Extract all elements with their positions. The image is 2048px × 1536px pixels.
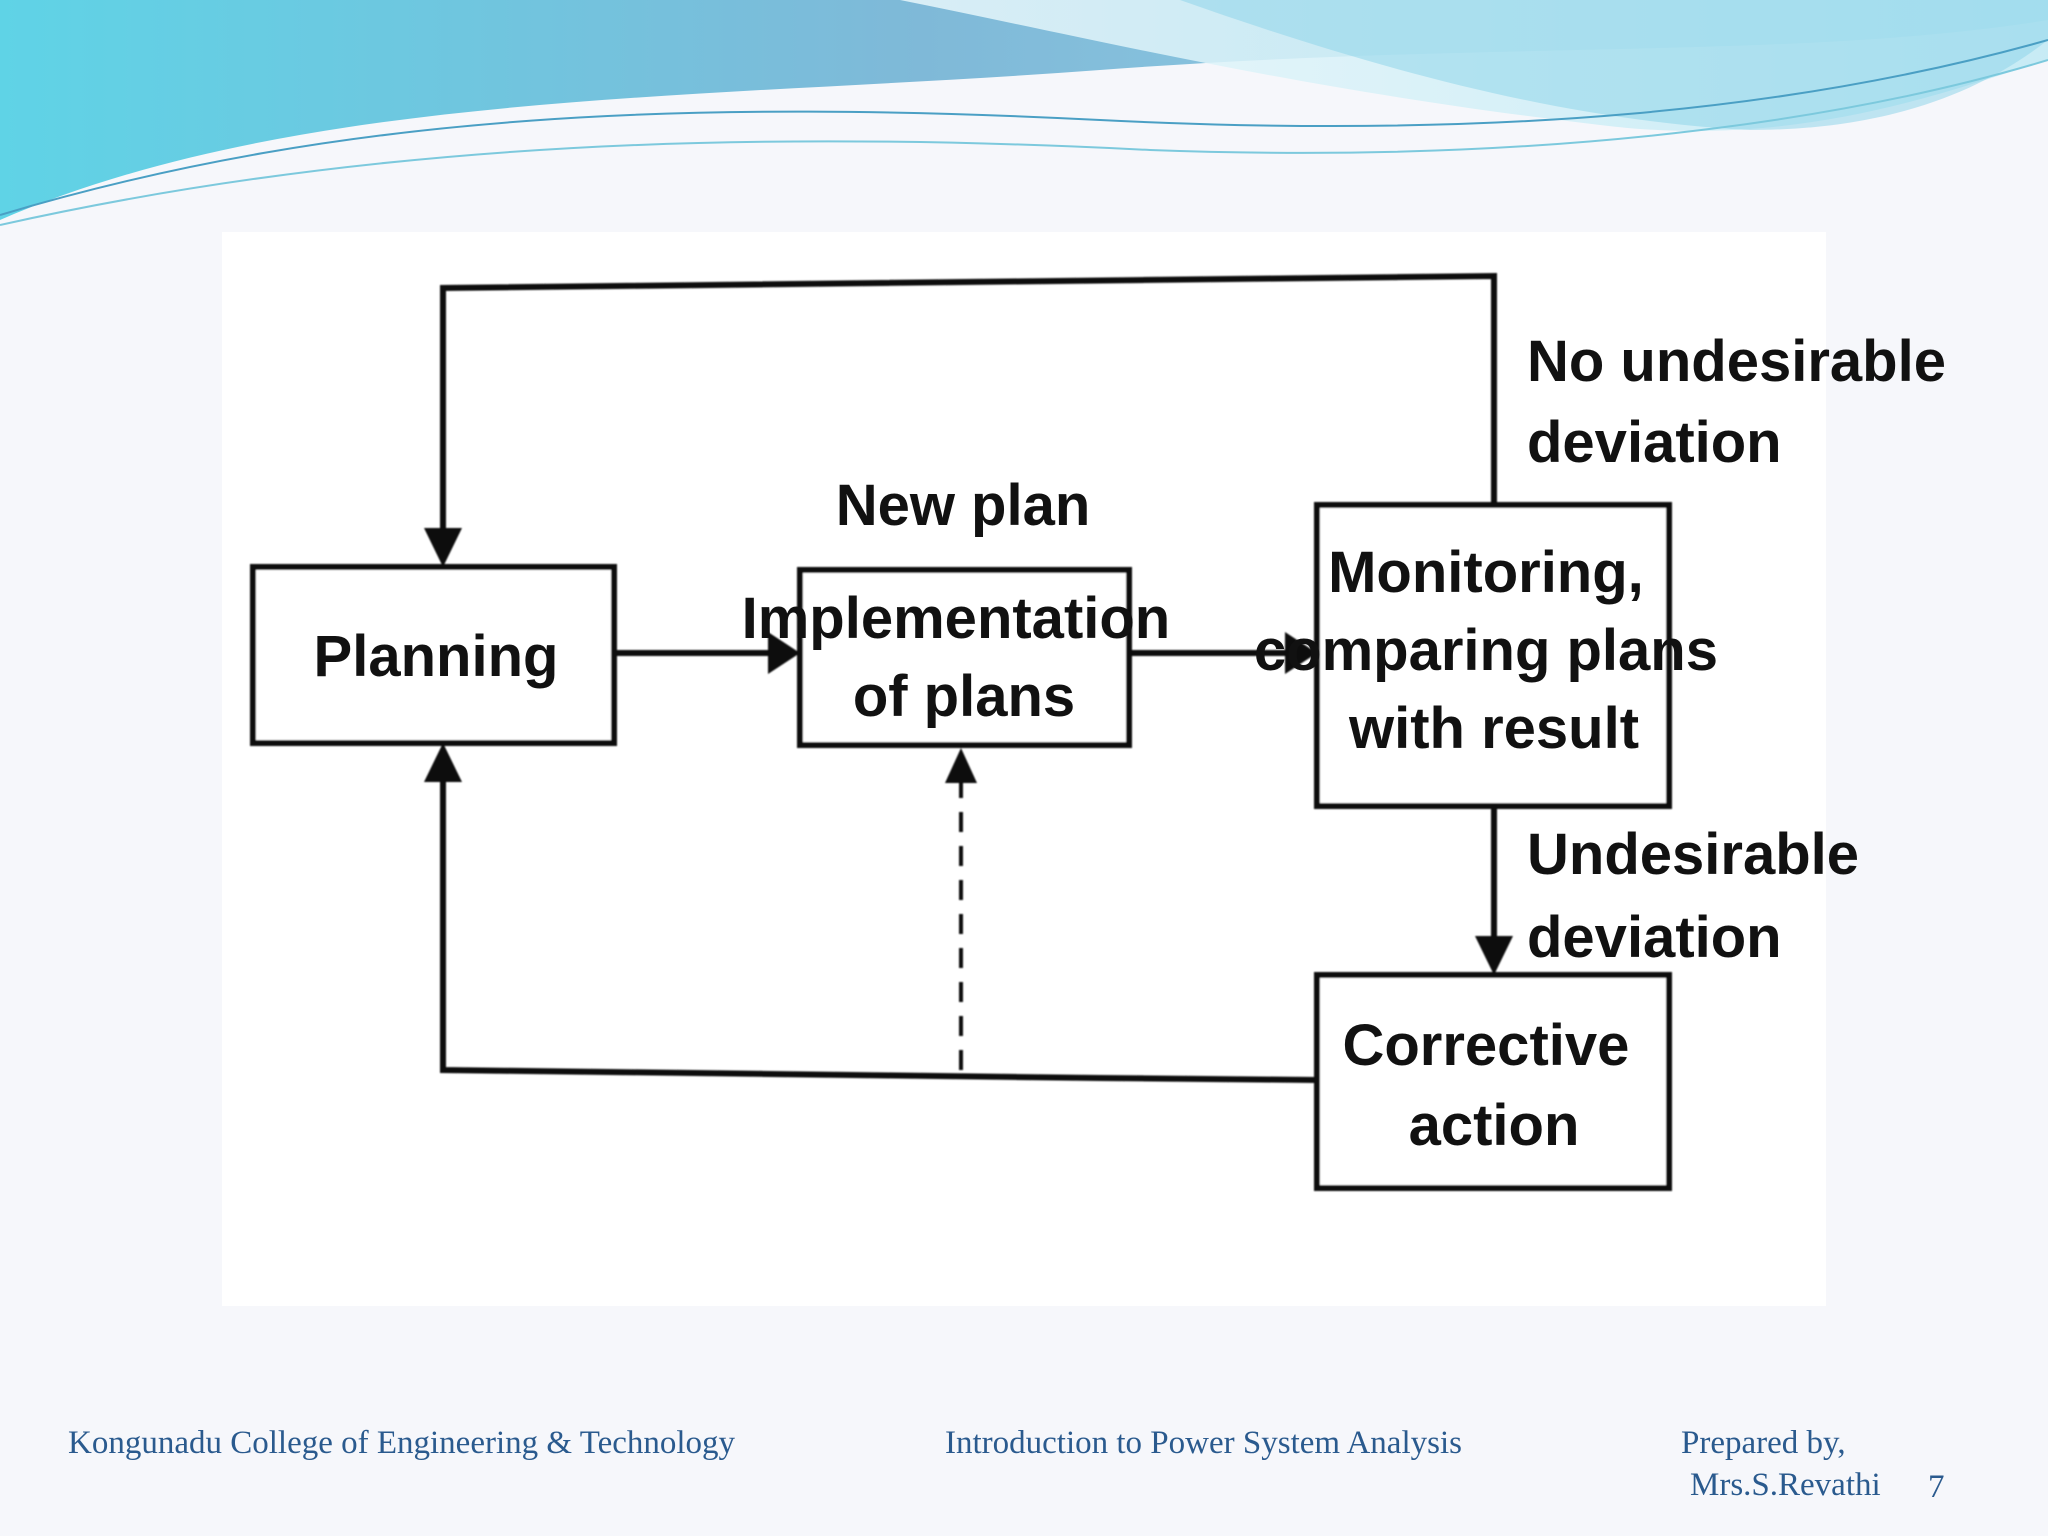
monitoring-label: Monitoring, comparing plans with result bbox=[1254, 540, 1734, 761]
corrective-action-box bbox=[1314, 972, 1672, 1191]
arrowhead-planning-top bbox=[424, 528, 462, 567]
footer-college: Kongunadu College of Engineering & Techn… bbox=[68, 1425, 736, 1461]
footer-course-title: Introduction to Power System Analysis bbox=[945, 1425, 1462, 1461]
no-undesirable-deviation-label: No undesirable deviation bbox=[1527, 329, 1962, 475]
new-plan-label: New plan bbox=[836, 473, 1091, 538]
page-number: 7 bbox=[1928, 1469, 1945, 1505]
corrective-action-label: Corrective action bbox=[1342, 1013, 1645, 1158]
footer-prepared-by: Prepared by, bbox=[1681, 1425, 1846, 1461]
feedback-loop-corrective-to-planning bbox=[440, 766, 1318, 1083]
header-wave-decoration bbox=[0, 0, 2048, 226]
planning-box bbox=[250, 564, 617, 746]
arrowhead-implementation-bottom bbox=[945, 748, 977, 783]
arrowhead-monitoring bbox=[1285, 632, 1317, 674]
implementation-box bbox=[797, 567, 1132, 748]
arrowhead-implementation bbox=[768, 632, 800, 674]
undesirable-deviation-label: Undesirable deviation bbox=[1527, 822, 1875, 970]
arrowhead-corrective bbox=[1475, 936, 1513, 975]
implementation-label: Implementation of plans bbox=[742, 586, 1187, 729]
footer-author: Mrs.S.Revathi bbox=[1690, 1467, 1881, 1503]
arrowhead-planning-bottom bbox=[424, 743, 462, 782]
planning-label: Planning bbox=[314, 624, 559, 689]
monitoring-box bbox=[1314, 502, 1672, 809]
feedback-loop-no-deviation bbox=[440, 272, 1497, 545]
